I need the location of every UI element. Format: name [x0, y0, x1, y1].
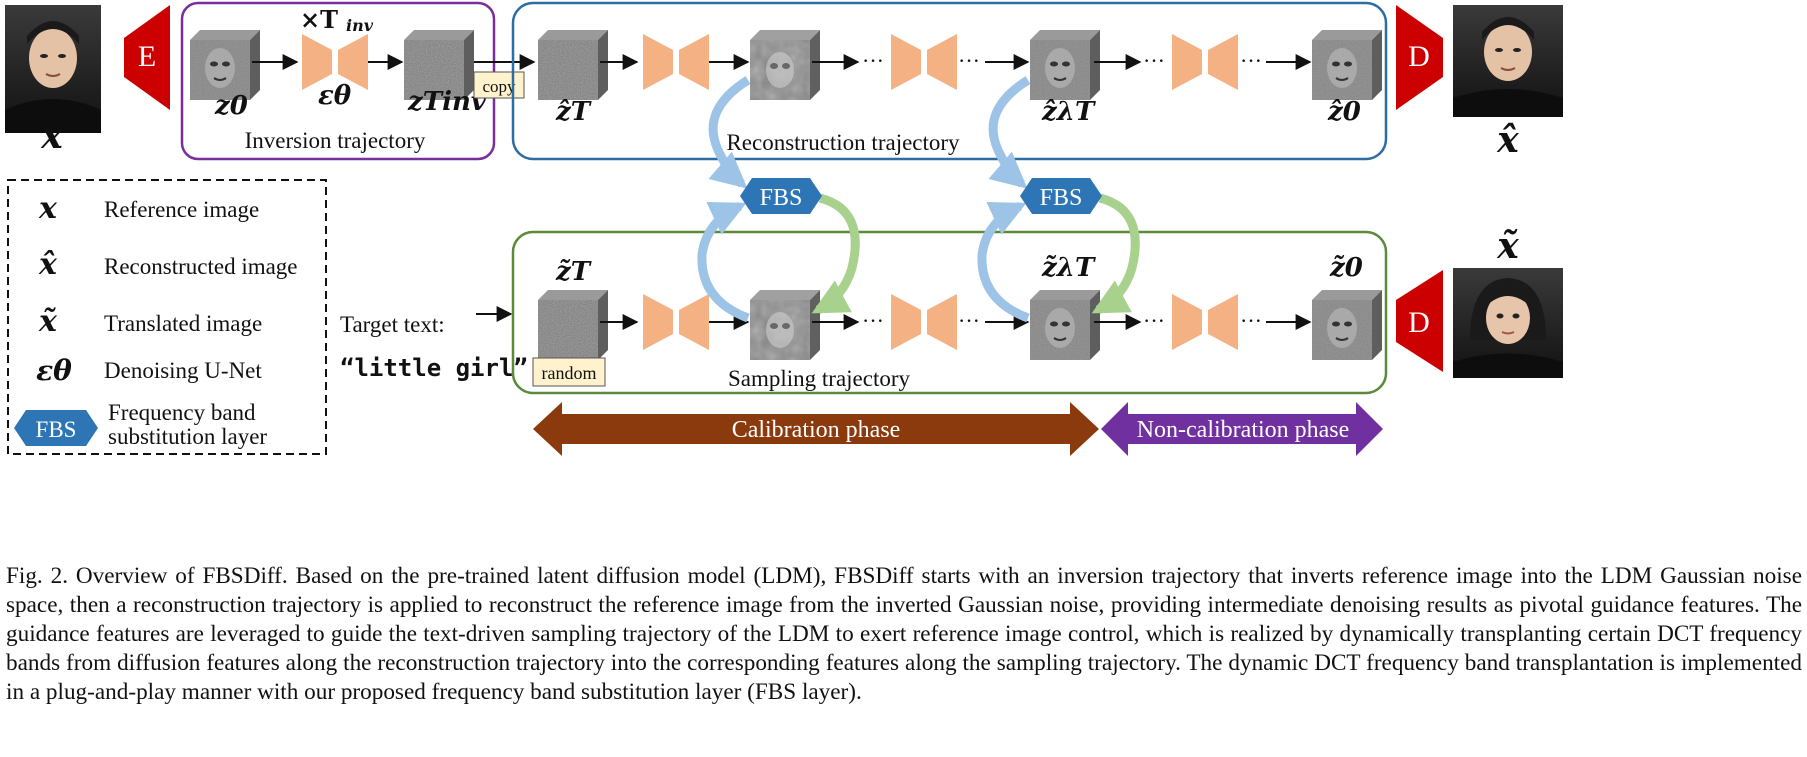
- legend-fbs-line1: Frequency band: [108, 400, 256, 425]
- ellipsis: ···: [958, 308, 980, 333]
- latent-ztilT-cube: [538, 290, 608, 360]
- unet-recon-1: [643, 34, 709, 90]
- random-label: random: [542, 363, 597, 383]
- sample-to-fbs-arrow: [977, 201, 1030, 323]
- x-symbol: x: [40, 115, 63, 157]
- z0-label: z0: [214, 91, 248, 121]
- latent-zhatT-cube: [538, 30, 608, 100]
- ellipsis: ···: [862, 48, 884, 73]
- latent-zhat0-cube: [1312, 30, 1382, 100]
- ellipsis: ···: [958, 48, 980, 73]
- legend-fbs-label: FBS: [36, 417, 77, 442]
- figure-caption: Fig. 2. Overview of FBSDiff. Based on th…: [6, 563, 1802, 705]
- decoder-label: D: [1408, 306, 1430, 339]
- times-T-label: ×T: [300, 5, 338, 34]
- target-text-label: Target text:: [340, 312, 445, 337]
- reconstructed-photo: [1453, 5, 1563, 117]
- decoder-label: D: [1408, 40, 1430, 73]
- unet-sample-2: [891, 294, 957, 350]
- fbs-block-2: [1020, 178, 1102, 214]
- ztillT-label: z̃λT: [1041, 253, 1096, 283]
- recon-to-fbs-arrow: [988, 76, 1031, 189]
- legend-reconstructed: Reconstructed image: [104, 254, 298, 279]
- recon-to-fbs-arrow: [708, 76, 751, 189]
- fbs-block-2-label: FBS: [1040, 185, 1083, 211]
- legend-translated: Translated image: [104, 311, 262, 336]
- copy-box: [473, 71, 525, 99]
- ztil0-label: z̃0: [1329, 253, 1363, 283]
- unet-recon-3: [1172, 34, 1238, 90]
- sample-to-fbs-arrow: [697, 201, 750, 323]
- fbs-to-sample-arrow: [1091, 193, 1140, 314]
- legend-xhat-symbol: x̂: [38, 247, 58, 282]
- ellipsis: ···: [1143, 308, 1165, 333]
- ztilT-label: z̃T: [555, 257, 592, 287]
- decoder-top: D: [1396, 5, 1443, 110]
- legend-fbs-line2: substitution layer: [108, 424, 267, 449]
- calibration-phase-arrow: [533, 402, 1099, 456]
- eps-label: εθ: [318, 81, 352, 111]
- latent-ztillT-cube: [1030, 290, 1100, 360]
- fbs-to-sample-arrow: [811, 193, 860, 314]
- latent-z0-cube: [190, 30, 260, 100]
- legend-xtilde-symbol: x̃: [38, 304, 58, 339]
- ellipsis: ···: [862, 308, 884, 333]
- legend-fbs-badge: [14, 410, 98, 446]
- sampling-label: Sampling trajectory: [728, 366, 911, 391]
- latent-sample-blur-cube: [750, 290, 820, 360]
- decoder-bottom: D: [1396, 270, 1443, 372]
- legend-box: [7, 179, 327, 455]
- reconstruction-label: Reconstruction trajectory: [726, 130, 960, 155]
- fbs-block-1: [740, 178, 822, 214]
- unet-sample-1: [643, 294, 709, 350]
- sampling-frame: [511, 230, 1388, 395]
- ellipsis: ···: [1240, 308, 1262, 333]
- encoder-label: E: [138, 40, 156, 73]
- translated-photo: [1453, 268, 1563, 378]
- inversion-label: Inversion trajectory: [245, 128, 426, 153]
- ellipsis: ···: [1240, 48, 1262, 73]
- x-tilde-symbol: x̃: [1496, 225, 1519, 267]
- legend-reference: Reference image: [104, 197, 259, 222]
- x-hat-symbol: x̂: [1496, 119, 1519, 161]
- fbs-block-1-label: FBS: [760, 185, 803, 211]
- encoder: E: [124, 5, 170, 110]
- times-T-sub: inv: [346, 16, 374, 35]
- noncalibration-label: Non-calibration phase: [1137, 417, 1350, 443]
- target-prompt: “little girl”: [340, 354, 528, 382]
- legend-x-symbol: x: [38, 191, 58, 226]
- reconstruction-frame: [511, 1, 1388, 161]
- unet-sample-3: [1172, 294, 1238, 350]
- calibration-label: Calibration phase: [732, 417, 901, 443]
- latent-recon-blur-cube: [750, 30, 820, 100]
- zhatT-label: ẑT: [555, 97, 592, 127]
- legend-eps-symbol: εθ: [36, 354, 72, 387]
- zhatlT-label: ẑλT: [1041, 97, 1096, 127]
- noncalibration-phase-arrow: [1101, 402, 1383, 456]
- fbsdiff-diagram: x E z0 ×T inv εθ zTinv Inversion traject…: [5, 1, 1563, 456]
- reference-photo: [5, 5, 101, 133]
- ellipsis: ···: [1143, 48, 1165, 73]
- legend-unet: Denoising U-Net: [104, 358, 262, 383]
- latent-ztil0-cube: [1312, 290, 1382, 360]
- random-box: [532, 357, 606, 387]
- latent-zhatlT-cube: [1030, 30, 1100, 100]
- zhat0-label: ẑ0: [1327, 97, 1361, 127]
- copy-label: copy: [482, 77, 516, 96]
- unet-recon-2: [891, 34, 957, 90]
